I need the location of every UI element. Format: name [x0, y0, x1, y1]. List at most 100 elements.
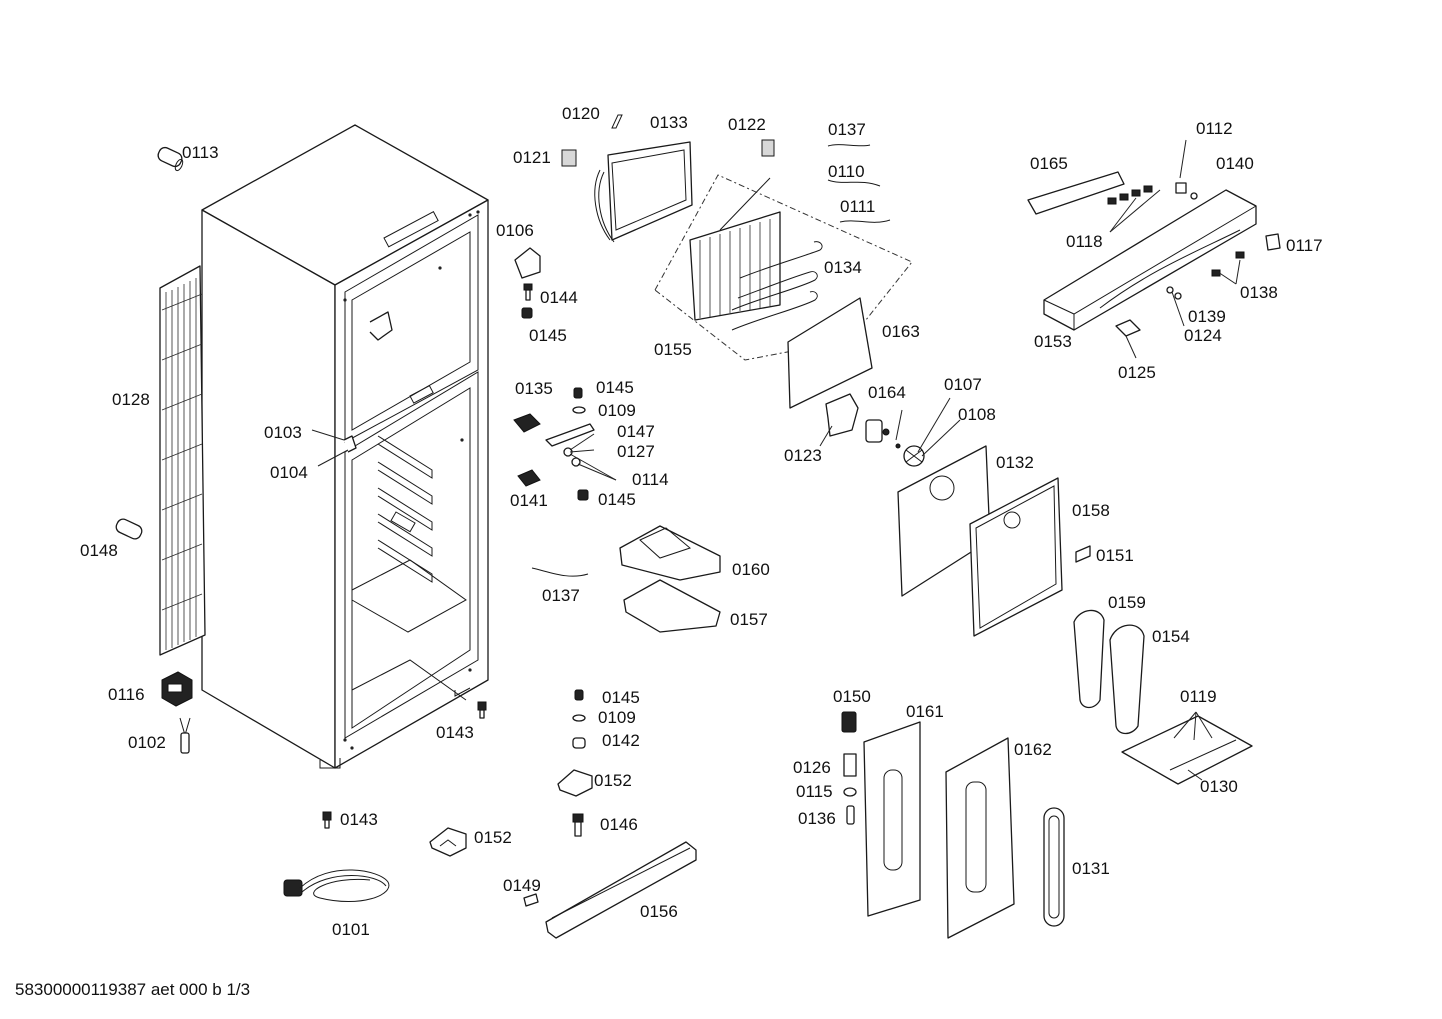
label-0164: 0164 — [868, 383, 906, 402]
plug-0151[interactable] — [1075, 545, 1091, 563]
label-0147: 0147 — [617, 422, 655, 441]
label-0132: 0132 — [996, 453, 1034, 472]
label-0107: 0107 — [944, 375, 982, 394]
control-panel-0153[interactable] — [1043, 189, 1257, 331]
label-0157: 0157 — [730, 610, 768, 629]
tube-0148[interactable] — [114, 517, 143, 541]
fan-motor-0164[interactable] — [865, 419, 890, 443]
washer-0109a[interactable] — [572, 406, 586, 414]
nut-0115[interactable] — [843, 787, 857, 797]
screw-0146[interactable] — [572, 813, 584, 837]
label-0118: 0118 — [1066, 232, 1103, 251]
label-0137a: 0137 — [828, 120, 866, 139]
power-cord-0101[interactable] — [283, 869, 390, 902]
label-0152b: 0152 — [594, 771, 632, 790]
leader-lines — [311, 139, 1241, 781]
bolt-0136[interactable] — [846, 805, 855, 825]
relay-0116[interactable] — [161, 671, 193, 707]
cap-0145a[interactable] — [521, 307, 533, 319]
clip-0122[interactable] — [761, 139, 775, 157]
buttons-0118[interactable] — [1107, 185, 1153, 205]
label-0115: 0115 — [796, 782, 833, 801]
lamp-holder-0157[interactable] — [623, 579, 721, 633]
label-0127: 0127 — [617, 442, 655, 461]
label-0156: 0156 — [640, 902, 678, 921]
condenser-coil[interactable] — [159, 265, 206, 656]
label-0160: 0160 — [732, 560, 770, 579]
label-0116: 0116 — [108, 685, 145, 704]
bracket-0152a[interactable] — [429, 827, 467, 857]
label-0141: 0141 — [510, 491, 548, 510]
tube-0113[interactable] — [156, 146, 184, 172]
foot-0154[interactable] — [1109, 624, 1145, 735]
clip-0149[interactable] — [523, 893, 539, 907]
screw-0143b[interactable] — [322, 811, 332, 829]
washer-0109b[interactable] — [572, 714, 586, 722]
hinge-0106[interactable] — [514, 247, 541, 279]
label-0151: 0151 — [1096, 546, 1134, 565]
base-plate-0130[interactable] — [1121, 715, 1253, 785]
foot-0159[interactable] — [1073, 609, 1105, 709]
label-0111: 0111 — [840, 197, 875, 216]
spacer-0142[interactable] — [572, 737, 586, 749]
label-0140: 0140 — [1216, 154, 1254, 173]
label-0128: 0128 — [112, 390, 150, 409]
wires-0137-0110-0111[interactable] — [827, 144, 891, 223]
gasket-0131[interactable] — [1043, 807, 1065, 927]
label-0146: 0146 — [600, 815, 638, 834]
label-0143b: 0143 — [340, 810, 378, 829]
led-0140[interactable] — [1190, 192, 1198, 200]
switch-0126[interactable] — [843, 753, 857, 777]
label-0149: 0149 — [503, 876, 541, 895]
cap-0145d[interactable] — [574, 689, 584, 701]
label-0137b: 0137 — [542, 586, 580, 605]
pcb-0165[interactable] — [1027, 171, 1125, 215]
label-0144: 0144 — [540, 288, 578, 307]
clip-0120[interactable] — [611, 114, 623, 129]
label-0120: 0120 — [562, 104, 600, 123]
label-0125: 0125 — [1118, 363, 1156, 382]
label-0134: 0134 — [824, 258, 862, 277]
cap-0145b[interactable] — [573, 387, 583, 399]
screw-0144[interactable] — [523, 283, 533, 301]
light-housing-0160[interactable] — [619, 525, 721, 581]
rear-panel-0158[interactable] — [969, 477, 1063, 637]
cap-0145c[interactable] — [577, 489, 589, 501]
sensors-0127-0114[interactable] — [563, 447, 581, 467]
label-0150: 0150 — [833, 687, 871, 706]
knob-0117[interactable] — [1265, 233, 1281, 251]
thermal-protector-0102[interactable] — [179, 717, 191, 754]
kickplate-0156[interactable] — [545, 841, 697, 939]
label-0112: 0112 — [1196, 119, 1233, 138]
fan-0108[interactable] — [895, 443, 925, 467]
evaporator-frame-0133[interactable] — [594, 141, 693, 243]
screw-0143a[interactable] — [477, 701, 487, 719]
label-0158: 0158 — [1072, 501, 1110, 520]
evaporator-0134[interactable] — [689, 177, 823, 331]
fan-bracket-0123[interactable] — [825, 393, 859, 437]
label-0163: 0163 — [882, 322, 920, 341]
lamp-0139-0124[interactable] — [1166, 286, 1182, 300]
cover-0141[interactable] — [517, 469, 541, 487]
knob-0112[interactable] — [1175, 182, 1187, 194]
bracket-0152b[interactable] — [557, 769, 593, 797]
label-0133: 0133 — [650, 113, 688, 132]
door-liner-0162[interactable] — [945, 737, 1015, 939]
label-0122: 0122 — [728, 115, 766, 134]
pad-0135[interactable] — [513, 413, 541, 433]
label-0136: 0136 — [798, 809, 836, 828]
label-0159: 0159 — [1108, 593, 1146, 612]
clip-0121[interactable] — [561, 149, 577, 167]
label-0123: 0123 — [784, 446, 822, 465]
cover-0125[interactable] — [1115, 319, 1141, 337]
label-0102: 0102 — [128, 733, 166, 752]
thermostat-0147[interactable] — [545, 423, 595, 447]
label-0121: 0121 — [513, 148, 551, 167]
refrigerator-cabinet[interactable] — [201, 124, 489, 769]
label-0108: 0108 — [958, 405, 996, 424]
cover-plate-0163[interactable] — [787, 297, 873, 409]
lamp-0150[interactable] — [841, 711, 857, 733]
capillary-0137b[interactable] — [531, 567, 589, 577]
door-liner-0161[interactable] — [863, 721, 921, 917]
